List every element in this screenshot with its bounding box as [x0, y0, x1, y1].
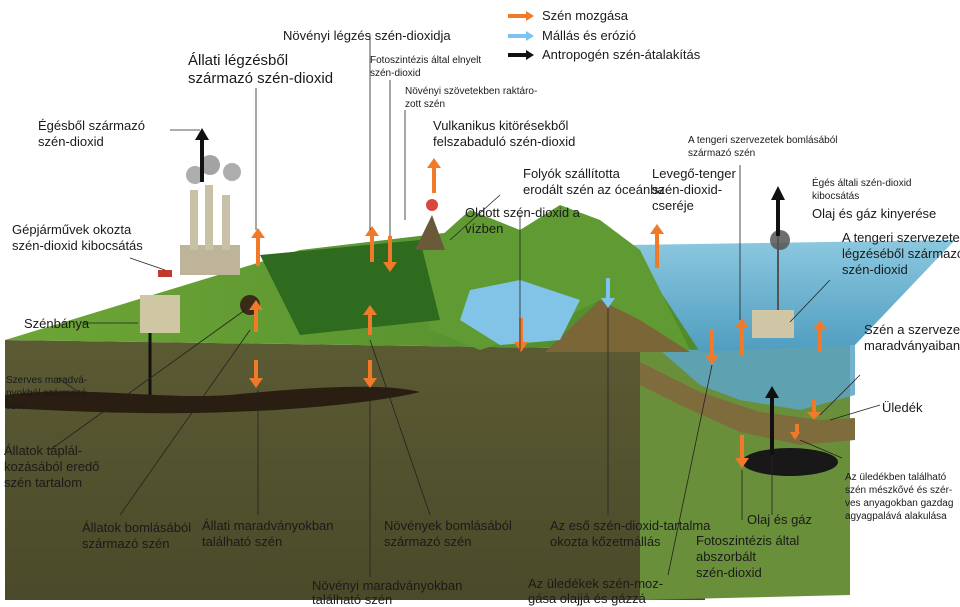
label-oil-gas-extraction: Olaj és gáz kinyerése [812, 206, 937, 221]
label-remains-carbon-2: maradványaiban [864, 338, 960, 353]
label-limestone-2: szén mészkővé és szér- [845, 485, 953, 496]
label-oil-gas: Olaj és gáz [747, 512, 813, 527]
leader-lines [49, 35, 881, 577]
chimney-2 [205, 185, 213, 250]
label-sediment: Üledék [882, 400, 923, 415]
label-marine-decay-1: A tengeri szervezetek bomlásából [688, 135, 838, 146]
label-volcanic-1: Vulkanikus kitörésekből [433, 118, 569, 133]
label-marine-resp-3: szén-dioxid [842, 262, 908, 277]
label-photosynthesis-uptake-1: Fotoszintézis által elnyelt [370, 55, 482, 66]
smoke-1 [186, 166, 204, 184]
sea-front-face [660, 345, 855, 410]
chimney-3 [222, 195, 230, 250]
label-animal-respiration-1: Állati légzésből [188, 52, 289, 69]
label-combustion-1: Égésből származó [38, 118, 145, 133]
label-animal-remains-2: található szén [202, 534, 283, 549]
rocky-hill [545, 300, 690, 352]
label-combustion-2: szén-dioxid [38, 134, 104, 149]
legend-label-anthropogenic: Antropogén szén-átalakítás [542, 47, 701, 62]
carbon-movement-arrows [249, 158, 827, 468]
label-organic-remains-2: nyokból származó [6, 388, 87, 399]
legend-anthropogenic: Antropogén szén-átalakítás [508, 47, 700, 62]
label-coal-mine: Szénbánya [24, 316, 90, 331]
label-combustion-emission-2: kibocsátás [812, 191, 860, 202]
label-animal-feeding-3: szén tartalom [4, 475, 83, 490]
label-photosynthesis-absorbed-1: Fotoszintézis által [696, 533, 800, 548]
label-animal-feeding-2: kozásából eredő [4, 459, 100, 474]
weathering-arrow [601, 278, 615, 308]
label-plant-decay-1: Növények bomlásából [384, 518, 512, 533]
flare-smoke [770, 230, 790, 250]
label-limestone-3: ves anyagokban gazdag [845, 498, 954, 509]
label-marine-resp-1: A tengeri szervezetek [842, 230, 960, 245]
label-photosynthesis-uptake-2: szén-dioxid [370, 68, 421, 79]
chimney-1 [190, 190, 198, 250]
label-dissolved-1: Oldott szén-dioxid a [465, 205, 580, 220]
oil-gas-pocket [742, 448, 838, 476]
label-rivers-1: Folyók szállította [523, 166, 620, 181]
label-animal-respiration-2: származó szén-dioxid [188, 70, 334, 87]
sea-surface [630, 240, 955, 352]
legend-label-carbon: Szén mozgása [542, 8, 628, 23]
label-marine-decay-2: származó szén [688, 148, 756, 159]
label-combustion-emission-1: Égés általi szén-dioxid [812, 178, 912, 189]
label-animal-remains-1: Állati maradványokban [202, 518, 334, 533]
label-plant-storage-2: zott szén [405, 99, 446, 110]
volcano-eruption [426, 199, 438, 211]
deep-oil-black-arrow [765, 386, 779, 455]
label-marine-resp-2: légzéséből származó [842, 246, 960, 261]
label-air-sea-1: Levegő-tenger [652, 166, 736, 181]
coal-mine-building [140, 295, 180, 333]
oil-platform [752, 310, 794, 338]
smoke-3 [223, 163, 241, 181]
label-animal-feeding-1: Állatok táplál- [4, 443, 83, 458]
orange-arrow-icon [508, 10, 534, 21]
label-rain-weathering-2: okozta kőzetmállás [550, 534, 661, 549]
label-remains-carbon-1: Szén a szervezete [864, 322, 960, 337]
soil-front-face [5, 340, 705, 600]
label-dissolved-2: vízben [465, 221, 504, 236]
label-plant-remains-2: található szén [312, 592, 393, 607]
legend-weathering: Mállás és erózió [508, 28, 636, 43]
coal-seam [5, 386, 420, 414]
label-air-sea-3: cseréje [652, 198, 694, 213]
legend-carbon-movement: Szén mozgása [508, 8, 628, 23]
label-sediment-movement-2: gása olajjá és gázzá [528, 591, 646, 606]
label-rivers-2: erodált szén az óceánba [523, 182, 665, 197]
label-plant-decay-2: származó szén [384, 534, 472, 549]
black-arrow-icon [508, 49, 534, 60]
oil-extraction-black-arrow [771, 186, 785, 236]
label-plant-respiration: Növényi légzés szén-dioxidja [283, 28, 451, 43]
label-photosynthesis-absorbed-3: szén-dioxid [696, 565, 762, 580]
sediment-layer [640, 362, 855, 445]
label-rain-weathering-1: Az eső szén-dioxid-tartalma [550, 518, 711, 533]
label-animal-decay-1: Állatok bomlásából [82, 520, 192, 535]
smoke-2 [200, 155, 220, 175]
label-plant-storage-1: Növényi szövetekben raktáro- [405, 86, 538, 97]
label-animal-decay-2: származó szén [82, 536, 170, 551]
label-organic-remains-3: szén [6, 401, 28, 412]
label-plant-remains-1: Növényi maradványokban [312, 578, 463, 593]
legend-label-weathering: Mállás és erózió [542, 28, 636, 43]
car [158, 270, 172, 277]
label-vehicles-2: szén-dioxid kibocsátás [12, 238, 143, 253]
label-organic-remains-1: Szerves maradvá- [6, 375, 88, 386]
label-air-sea-2: szén-dioxid- [652, 182, 723, 197]
combustion-black-arrow [195, 128, 209, 182]
volcano [415, 215, 445, 250]
label-sediment-movement-1: Az üledékek szén-moz- [528, 576, 664, 591]
label-volcanic-2: felszabaduló szén-dioxid [433, 134, 576, 149]
label-vehicles-1: Gépjárművek okozta [12, 222, 132, 237]
label-limestone-1: Az üledékben található [845, 472, 947, 483]
label-photosynthesis-absorbed-2: abszorbált [696, 549, 756, 564]
label-limestone-4: agyagpalává alakulása [845, 511, 947, 522]
blue-arrow-icon [508, 30, 534, 41]
